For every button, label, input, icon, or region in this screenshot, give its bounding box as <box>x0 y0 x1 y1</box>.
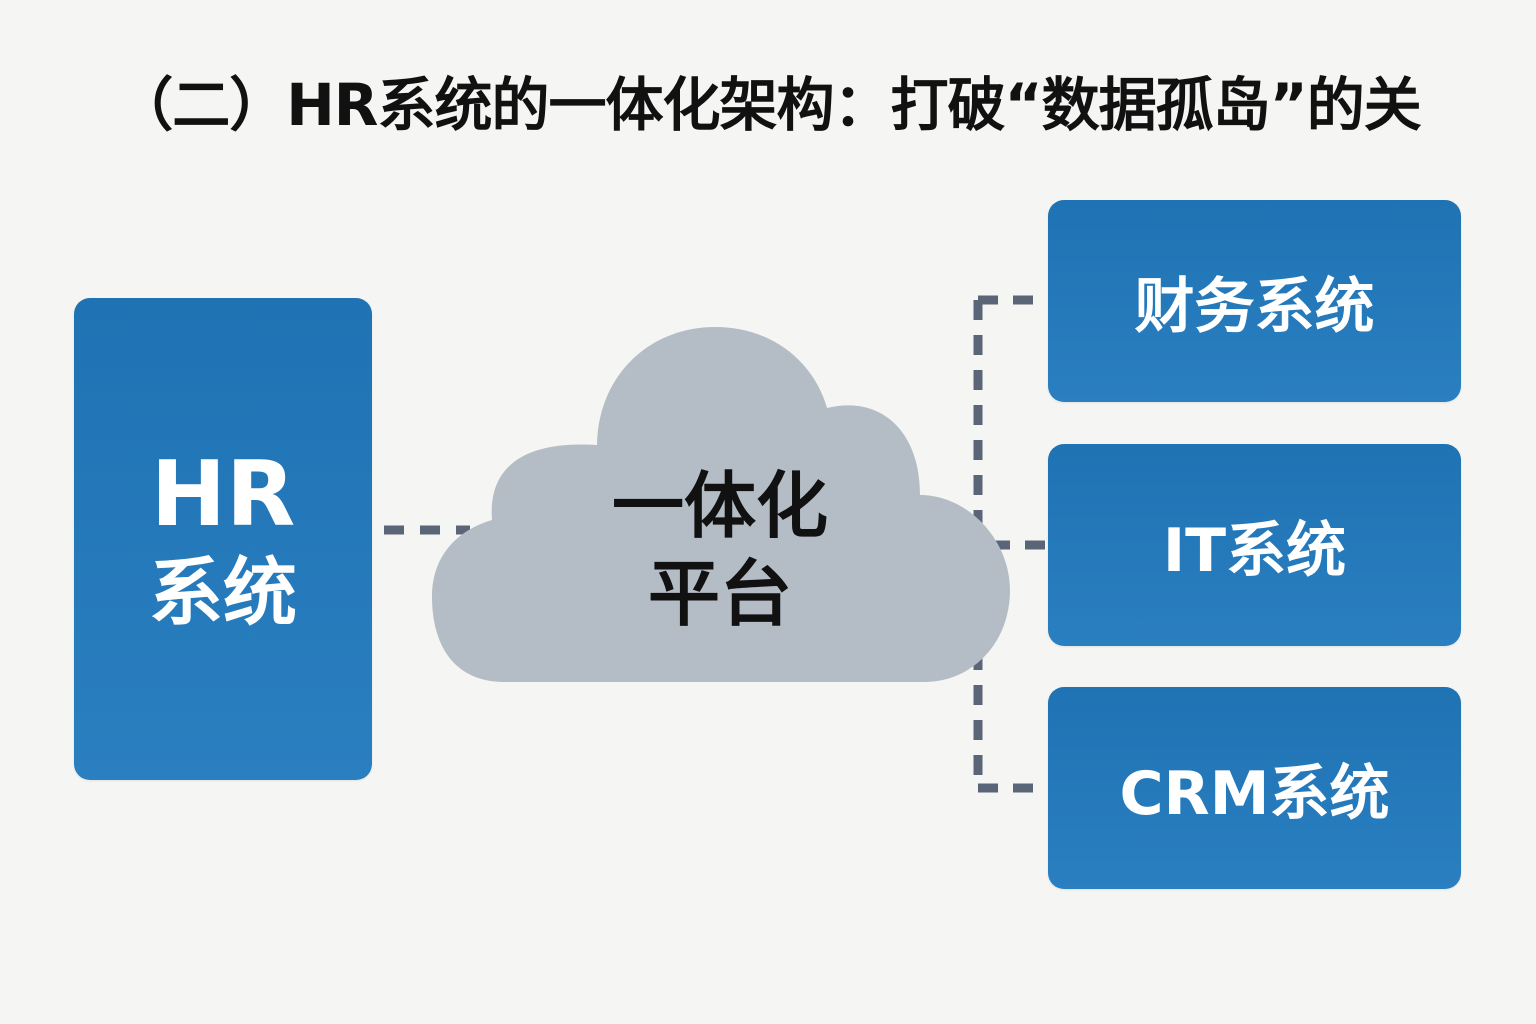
finance-system-box[interactable]: 财务系统 <box>1048 200 1461 402</box>
it-system-box[interactable]: IT系统 <box>1048 444 1461 646</box>
hr-system-box[interactable]: HR 系统 <box>74 298 372 780</box>
finance-system-label: 财务系统 <box>1134 271 1375 342</box>
it-system-label: IT系统 <box>1162 515 1347 586</box>
platform-label: 一体化 平台 <box>520 462 920 638</box>
platform-label-line1: 一体化 <box>611 464 828 548</box>
crm-system-label: CRM系统 <box>1119 758 1390 829</box>
hr-system-label-line1: HR <box>150 441 296 547</box>
crm-system-box[interactable]: CRM系统 <box>1048 687 1461 889</box>
cloud-shape <box>432 327 1010 682</box>
hr-system-label-line2: 系统 <box>149 549 297 636</box>
platform-label-line2: 平台 <box>647 552 792 636</box>
page-title: （二）HR系统的一体化架构：打破“数据孤岛”的关 <box>115 71 1421 139</box>
